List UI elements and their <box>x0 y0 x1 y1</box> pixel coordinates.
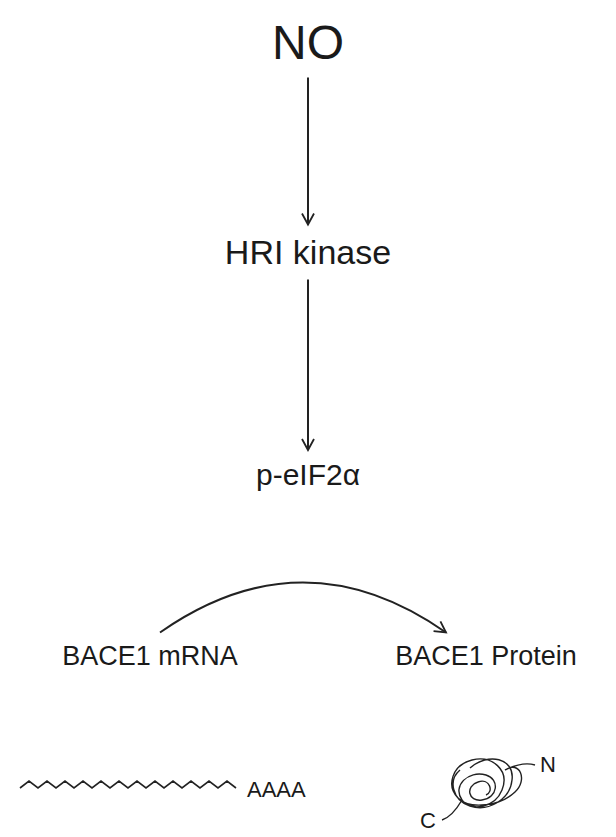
node-text: HRI kinase <box>225 233 391 272</box>
polya-tail: AAAA <box>247 777 306 803</box>
node-text: BACE1 mRNA <box>62 641 238 672</box>
pathway-node: BACE1 Protein <box>389 637 583 676</box>
mrna-wave <box>20 781 236 788</box>
node-text: p-eIF2α <box>256 458 360 492</box>
arrow-connector <box>307 78 309 225</box>
node-text: BACE1 Protein <box>395 641 577 672</box>
pathway-node: BACE1 mRNA <box>56 637 244 676</box>
node-text: NO <box>272 15 344 70</box>
arrow-connector <box>307 280 309 451</box>
protein-coil <box>442 759 535 820</box>
pathway-node: NO <box>266 11 350 74</box>
arrow-connector <box>160 583 446 633</box>
pathway-node: p-eIF2α <box>250 454 366 496</box>
terminus-label: C <box>420 808 436 834</box>
terminus-label: N <box>540 752 556 778</box>
pathway-node: HRI kinase <box>219 229 397 276</box>
